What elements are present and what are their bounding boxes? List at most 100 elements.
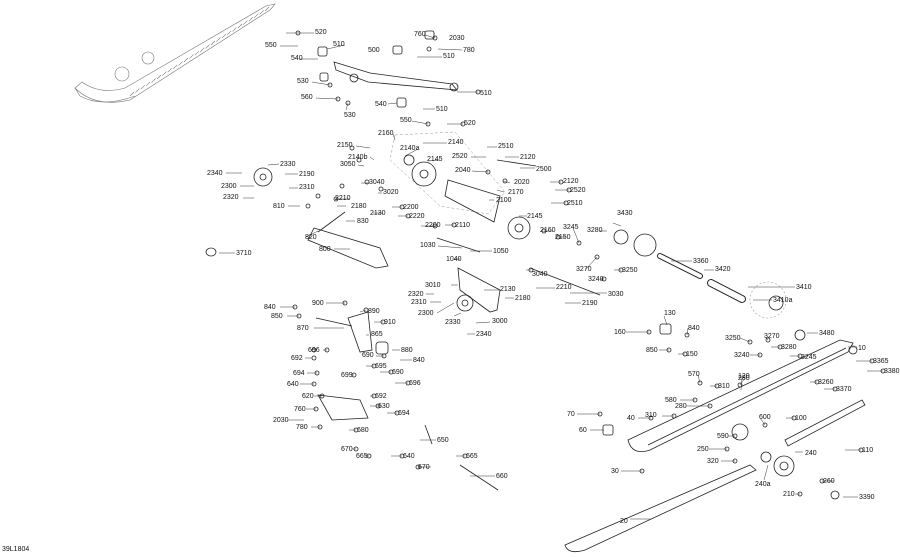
part-callout-c310b: 310	[645, 412, 657, 419]
part-callout-c2150a: 2150	[337, 142, 353, 149]
part-callout-c3480: 3480	[819, 330, 835, 337]
rail-hatch-ghost	[162, 71, 167, 76]
leader-line	[326, 44, 346, 50]
bolt	[576, 240, 582, 246]
part-callout-c2100: 2100	[496, 197, 512, 204]
part-callout-c150: 150	[686, 351, 698, 358]
bolt	[305, 203, 311, 209]
part-callout-c3410a: 3410a	[773, 297, 793, 304]
part-callout-c3380: 3380	[884, 368, 900, 375]
bolt	[378, 186, 384, 192]
leader-line	[427, 159, 441, 162]
part-callout-c10: 10	[858, 345, 866, 352]
cross-shaft-3030	[529, 267, 601, 296]
part-callout-c780a: 780	[463, 47, 475, 54]
part-callout-c560: 560	[301, 94, 313, 101]
cross-shaft	[436, 237, 481, 253]
part-callout-c3000: 3000	[492, 318, 508, 325]
rail-hatch-ghost	[140, 84, 146, 90]
part-callout-c40: 40	[627, 415, 635, 422]
part-callout-c760a: 760	[414, 31, 426, 38]
part-callout-c3040b: 3040	[532, 271, 548, 278]
idler-wheel-rear-hub	[461, 299, 469, 307]
leader-line	[404, 148, 419, 157]
part-callout-c240: 240	[805, 450, 817, 457]
bushing-3480	[794, 329, 806, 341]
leader-line	[663, 315, 668, 326]
part-callout-c60: 60	[579, 427, 587, 434]
part-callout-c310a: 310	[718, 383, 730, 390]
leader-line	[355, 145, 371, 149]
rail-hatch-ghost	[194, 50, 200, 56]
part-callout-c110: 110	[862, 447, 874, 454]
part-callout-c120: 120	[738, 373, 750, 380]
rail-hatch-ghost	[135, 88, 140, 93]
part-callout-c510a: 510	[333, 41, 345, 48]
part-callout-c510b: 510	[443, 53, 455, 60]
leader-line	[305, 230, 319, 238]
idler-wheel-hub	[419, 169, 429, 179]
idler-wheel-left-hub	[259, 173, 267, 181]
part-callout-c3050: 3050	[340, 161, 356, 168]
part-callout-c520b: 520	[464, 120, 476, 127]
part-callout-c240a: 240a	[755, 481, 771, 488]
document-code: 39L1804	[2, 546, 30, 553]
leader-line	[315, 97, 339, 100]
part-callout-c100: 100	[795, 415, 807, 422]
part-callout-c2320a: 2320	[223, 194, 239, 201]
part-callout-c820: 820	[305, 234, 317, 241]
part-callout-c640b: 640	[403, 453, 415, 460]
part-callout-c3390: 3390	[859, 494, 875, 501]
leader-line	[759, 417, 766, 426]
part-callout-c2510a: 2510	[498, 143, 514, 150]
rail-hatch-ghost	[178, 61, 183, 66]
part-callout-c2330a: 2330	[280, 161, 296, 168]
leader-line	[357, 164, 365, 167]
leader-line	[437, 245, 463, 249]
bolt	[594, 254, 600, 260]
rail-hatch-ghost	[145, 81, 151, 87]
wheel-3410-outline	[749, 281, 787, 319]
leader-line	[411, 120, 429, 125]
leader-line	[369, 156, 375, 161]
part-callout-c2120b: 2120	[563, 178, 579, 185]
leader-line	[572, 227, 580, 244]
bushing	[319, 72, 329, 82]
part-callout-c3280a: 3280	[587, 227, 603, 234]
part-callout-c840b: 840	[413, 357, 425, 364]
part-callout-c800: 800	[319, 246, 331, 253]
part-callout-c660: 660	[496, 473, 508, 480]
leader-line	[471, 170, 489, 173]
spacer	[403, 154, 415, 166]
leader-line	[424, 34, 436, 39]
part-callout-c2140: 2140	[448, 139, 464, 146]
part-callout-c1050: 1050	[493, 248, 509, 255]
part-callout-c2160: 2160	[378, 130, 394, 137]
cap-3365	[848, 345, 858, 355]
part-callout-c600: 600	[759, 414, 771, 421]
part-callout-c2310a: 2310	[299, 184, 315, 191]
rail-hatch-ghost	[205, 44, 210, 49]
part-callout-c692a: 692	[291, 355, 303, 362]
part-callout-c3245b: 3245	[801, 354, 817, 361]
part-callout-c320: 320	[707, 458, 719, 465]
leader-line	[437, 48, 463, 51]
part-callout-c865: 865	[371, 331, 383, 338]
part-callout-c3360: 3360	[693, 258, 709, 265]
bolt	[432, 35, 438, 41]
part-callout-c840c: 840	[688, 325, 700, 332]
part-callout-c640a: 640	[287, 381, 299, 388]
rail-hatch-ghost	[183, 57, 189, 63]
part-callout-c696b: 696	[409, 380, 421, 387]
right-rail-inner	[647, 347, 847, 446]
sprocket-600	[731, 423, 749, 441]
leader-line	[764, 336, 769, 341]
part-callout-c2130a: 2130	[370, 210, 386, 217]
leader-line	[697, 374, 701, 384]
part-callout-c2220: 2220	[409, 213, 425, 220]
part-callout-c550b: 550	[400, 117, 412, 124]
rail-hatch-ghost	[237, 23, 243, 29]
bolt	[311, 347, 317, 353]
part-callout-c2310b: 2310	[411, 299, 427, 306]
